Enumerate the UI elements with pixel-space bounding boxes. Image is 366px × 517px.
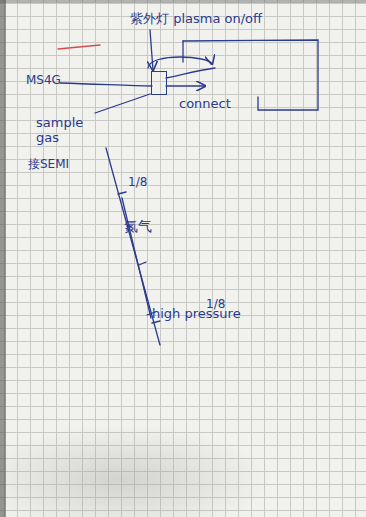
sketch-note: sample gas (36, 116, 84, 146)
sketch-note: 紫外灯 plasma on/off (130, 12, 262, 27)
sketch-note: high pressure (152, 307, 241, 322)
sketch-note: MS4G (26, 74, 61, 88)
node-label: connect (179, 97, 231, 111)
sketch-note: 1/8 (128, 176, 147, 190)
connector-outline (151, 71, 167, 95)
sketch-note: 氮气 (124, 218, 152, 234)
sketch-note: 接SEMI (28, 158, 69, 172)
connector-box: connect (151, 71, 167, 95)
